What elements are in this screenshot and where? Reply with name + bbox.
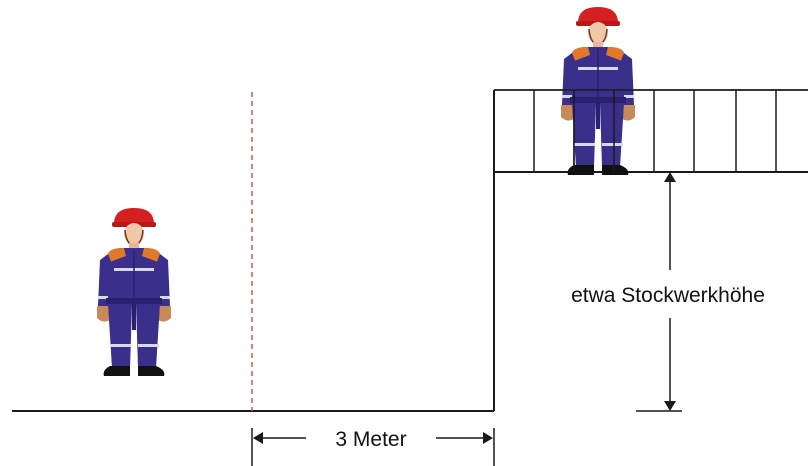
distance-dimension [251, 428, 495, 466]
firefighter-figure-icon [560, 6, 636, 176]
balcony-railing [494, 89, 808, 173]
height-dimension [636, 172, 682, 412]
balcony-railing-front [494, 89, 808, 172]
height-label: etwa Stockwerkhöhe [571, 284, 765, 307]
firefighter-figure-icon [96, 207, 172, 377]
distance-label: 3 Meter [335, 428, 406, 451]
